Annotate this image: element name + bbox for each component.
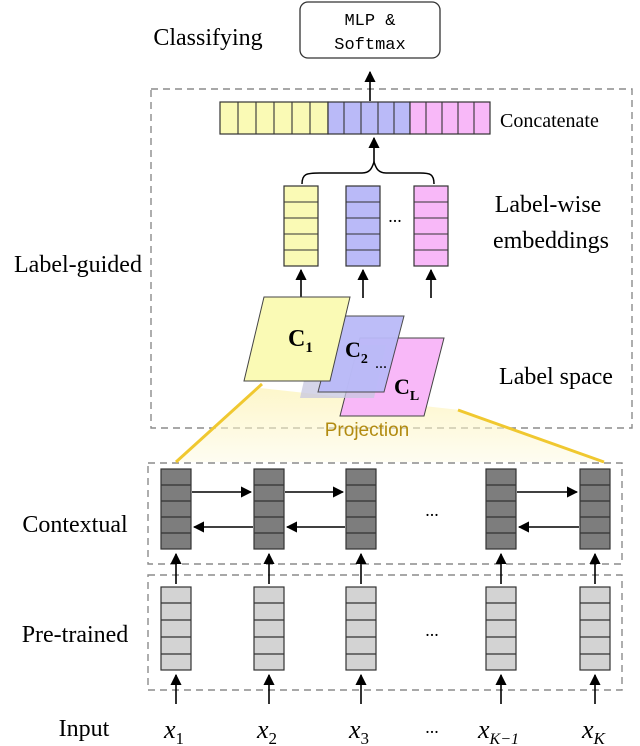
input-x2: x2: [256, 715, 277, 746]
label-wise-label: Label-wise: [495, 192, 602, 218]
concatenate-label: Concatenate: [500, 110, 599, 132]
concat-brace: [301, 159, 435, 185]
softmax-label: Softmax: [334, 36, 405, 55]
input-xk-1: xK−1: [477, 715, 519, 746]
c2-label: C2: [345, 337, 368, 367]
classifying-label: Classifying: [153, 25, 262, 51]
arrows-pretrained-to-contextual: [170, 552, 601, 584]
pretrained-cell-3: [345, 586, 377, 671]
pre-trained-label: Pre-trained: [22, 622, 129, 648]
pretrained-cell-k-1: [485, 586, 517, 671]
embeddings-ellipsis: ...: [388, 206, 402, 226]
projection-label: Projection: [325, 420, 410, 441]
contextual-label: Contextual: [22, 512, 128, 538]
contextual-cell-1: [160, 468, 192, 550]
projection-glow: [176, 388, 604, 462]
contextual-ellipsis: ...: [425, 500, 439, 520]
embeddings-label: embeddings: [493, 228, 609, 254]
projection-line-right: [457, 408, 605, 464]
pretrained-cell-1: [160, 586, 192, 671]
contextual-region: [147, 462, 623, 565]
pretrained-cell-2: [253, 586, 285, 671]
input-x1: x1: [163, 715, 184, 746]
input-ellipsis: ...: [425, 717, 439, 737]
embedding-purple: [345, 185, 381, 267]
contextual-cells: [160, 468, 611, 550]
contextual-cell-k-1: [485, 468, 517, 550]
embedding-pink: [413, 185, 449, 267]
embedding-yellow: [283, 185, 319, 267]
planes-ellipsis: ...: [375, 355, 387, 372]
contextual-cell-3: [345, 468, 377, 550]
c1-label: C1: [288, 326, 313, 356]
projection-line-left: [174, 382, 264, 464]
label-guided-label: Label-guided: [14, 252, 142, 278]
pretrained-cells: [160, 586, 611, 671]
arrows-input-to-pretrained: [170, 673, 601, 704]
contextual-cell-k: [579, 468, 611, 550]
pretrained-cell-k: [579, 586, 611, 671]
pretrained-ellipsis: ...: [425, 620, 439, 640]
label-space-label: Label space: [499, 364, 613, 390]
pretrained-region: [147, 574, 623, 691]
mlp-label: MLP &: [344, 12, 395, 31]
label-plane-c1: [243, 296, 351, 382]
cl-label: CL: [394, 374, 419, 404]
concatenated-vector: [219, 101, 491, 135]
input-label: Input: [59, 716, 110, 742]
contextual-arrows: [192, 486, 579, 533]
mlp-softmax-box: [299, 1, 441, 59]
input-xk: xK: [581, 715, 607, 746]
contextual-cell-2: [253, 468, 285, 550]
input-x3: x3: [348, 715, 369, 746]
